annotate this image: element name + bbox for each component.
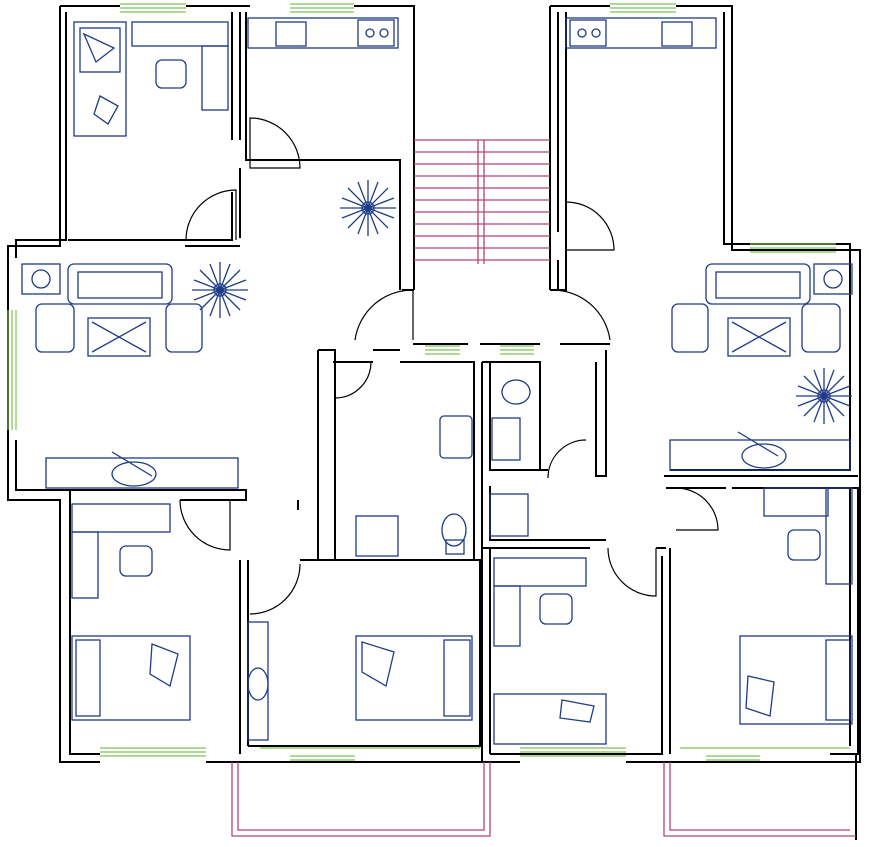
living-room-right (669, 263, 853, 471)
armchair (801, 303, 841, 353)
plant-icon (192, 262, 248, 318)
window-icon (520, 747, 626, 757)
coffee-table (727, 317, 791, 357)
plants (192, 180, 852, 424)
desk (493, 557, 587, 587)
tv-console (669, 439, 851, 471)
window-icon (680, 747, 850, 761)
tv-console (45, 457, 239, 489)
desk (131, 21, 229, 47)
sink-icon (439, 415, 473, 459)
staircase-icon (414, 139, 550, 261)
staircase (414, 139, 550, 264)
door-swing-icon (607, 547, 657, 597)
chair-icon (539, 593, 573, 625)
balcony-left (231, 762, 491, 837)
bed-icon (739, 635, 853, 725)
plant-icon (796, 368, 852, 424)
door-swing-icon (185, 189, 237, 241)
sofa-icon (67, 263, 173, 305)
chair-icon (787, 529, 821, 561)
fan (813, 263, 853, 295)
sink-icon (491, 417, 521, 461)
door-swing-icon (354, 289, 414, 341)
stove-icon (357, 19, 395, 47)
window-icon (100, 747, 206, 757)
stove-icon (569, 19, 607, 47)
desk (763, 487, 829, 517)
bedroom-bottom-right-small (493, 557, 607, 745)
bed-icon (71, 635, 191, 721)
bedroom-top-left (73, 21, 229, 137)
toilet-icon (501, 379, 531, 405)
bedroom-bottom-right (739, 487, 853, 725)
windows (7, 3, 850, 761)
sink-icon (247, 667, 269, 701)
doors (179, 117, 719, 615)
balconies (231, 762, 856, 837)
window-icon (500, 345, 534, 355)
window-icon (425, 345, 460, 355)
toilet-icon (441, 513, 467, 547)
coffee-table (87, 317, 151, 357)
door-swing-icon (565, 201, 615, 251)
bedroom-bottom-left (71, 503, 191, 721)
bathtub-icon (355, 515, 399, 557)
kitchen-right (565, 17, 717, 49)
walls (7, 5, 861, 840)
kitchen-left (247, 17, 399, 49)
armchair (165, 303, 203, 353)
door-swing-icon (179, 499, 231, 551)
wardrobe (247, 621, 269, 741)
chair-icon (119, 545, 153, 577)
door-swing-icon (551, 289, 611, 341)
bed-icon (493, 693, 607, 745)
fan (21, 263, 61, 295)
bedroom-bottom-middle (247, 621, 473, 741)
bed-icon (73, 21, 127, 137)
chair-icon (155, 59, 187, 89)
window-icon (260, 747, 480, 761)
plant-icon (340, 180, 396, 236)
sink-icon (661, 21, 693, 47)
window-icon (120, 3, 186, 13)
washer (489, 493, 529, 537)
sink-icon (275, 21, 307, 47)
door-swing-icon (249, 563, 301, 615)
door-swing-icon (675, 487, 719, 531)
door-swing-icon (334, 361, 372, 399)
armchair (35, 303, 75, 353)
living-room-left (21, 263, 239, 489)
sofa-icon (705, 263, 811, 305)
desk (71, 503, 171, 533)
bed-icon (355, 635, 473, 721)
door-swing-icon (547, 439, 587, 479)
window-icon (750, 243, 836, 253)
door-swing-icon (249, 117, 301, 169)
window-icon (7, 310, 17, 430)
bathroom-middle (355, 379, 531, 557)
balcony-right (663, 762, 856, 837)
window-icon (290, 3, 354, 13)
window-icon (610, 3, 676, 13)
armchair (671, 303, 709, 353)
